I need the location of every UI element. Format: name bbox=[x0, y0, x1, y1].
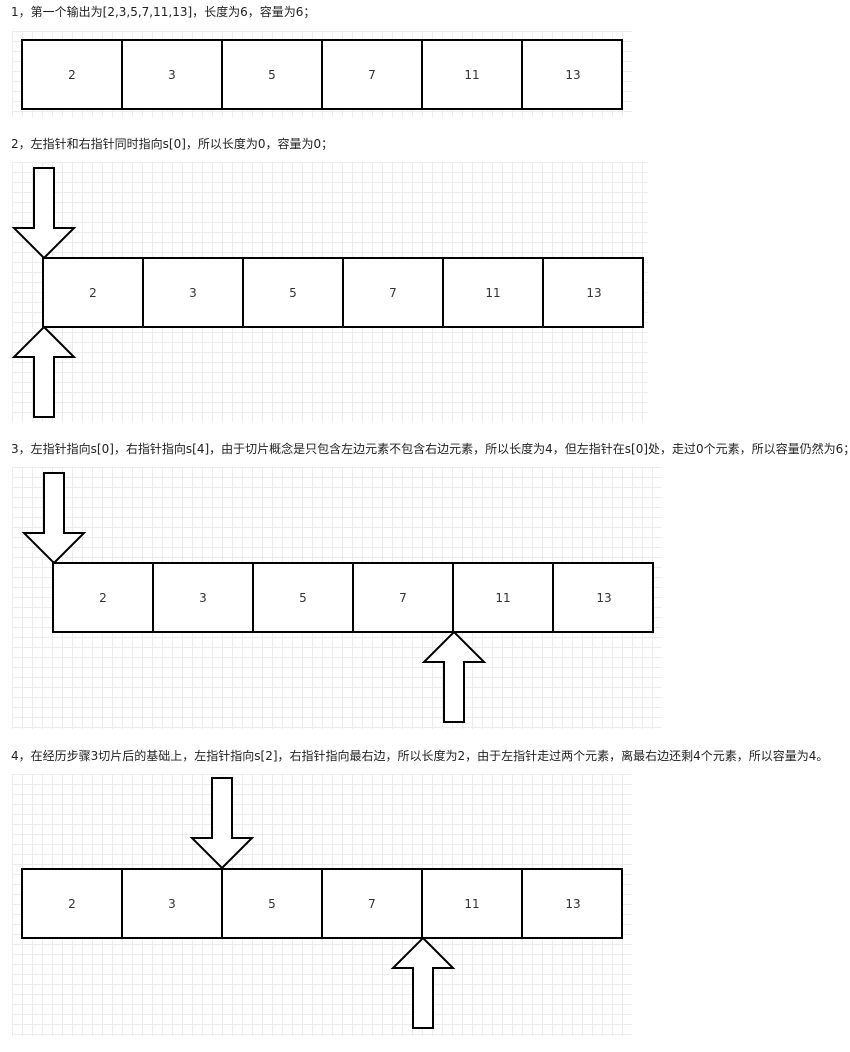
array-cell: 3 bbox=[123, 870, 223, 937]
step-4-array: 2 3 5 7 11 13 bbox=[21, 868, 623, 939]
right-pointer-up-arrow-icon bbox=[421, 630, 487, 723]
array-cell: 13 bbox=[565, 67, 581, 82]
step-2-description: 2，左指针和右指针同时指向s[0]，所以长度为0，容量为0； bbox=[11, 137, 334, 151]
array-cell: 13 bbox=[596, 590, 612, 605]
array-cell: 11 bbox=[423, 870, 523, 937]
step-3-description: 3，左指针指向s[0]，右指针指向s[4]，由于切片概念是只包含左边元素不包含右… bbox=[11, 442, 850, 456]
step-1-array: 2 3 5 7 11 13 bbox=[21, 39, 623, 110]
array-cell: 7 bbox=[323, 870, 423, 937]
array-cell: 7 bbox=[323, 41, 423, 108]
array-cell: 11 bbox=[454, 564, 554, 631]
array-cell: 2 bbox=[23, 41, 123, 108]
array-cell: 2 bbox=[44, 259, 144, 326]
array-cell: 13 bbox=[565, 896, 581, 911]
step-3-array: 2 3 5 7 11 13 bbox=[52, 562, 654, 633]
left-pointer-down-arrow-icon bbox=[11, 167, 77, 260]
array-cell: 3 bbox=[123, 41, 223, 108]
step-2-array: 2 3 5 7 11 13 bbox=[42, 257, 644, 328]
left-pointer-down-arrow-icon bbox=[21, 472, 87, 565]
array-cell: 7 bbox=[344, 259, 444, 326]
left-pointer-down-arrow-icon bbox=[189, 777, 255, 870]
array-cell: 3 bbox=[154, 564, 254, 631]
right-pointer-up-arrow-icon bbox=[11, 325, 77, 418]
right-pointer-up-arrow-icon bbox=[390, 936, 456, 1029]
array-cell: 11 bbox=[444, 259, 544, 326]
step-1-description: 1，第一个输出为[2,3,5,7,11,13]，长度为6，容量为6； bbox=[11, 5, 316, 19]
array-cell: 5 bbox=[254, 564, 354, 631]
array-cell: 3 bbox=[144, 259, 244, 326]
step-4-description: 4，在经历步骤3切片后的基础上，左指针指向s[2]，右指针指向最右边，所以长度为… bbox=[11, 749, 829, 763]
array-cell: 2 bbox=[23, 870, 123, 937]
array-cell: 5 bbox=[223, 870, 323, 937]
array-cell: 13 bbox=[586, 285, 602, 300]
array-cell: 5 bbox=[223, 41, 323, 108]
array-cell: 2 bbox=[54, 564, 154, 631]
array-cell: 11 bbox=[423, 41, 523, 108]
array-cell: 7 bbox=[354, 564, 454, 631]
array-cell: 5 bbox=[244, 259, 344, 326]
